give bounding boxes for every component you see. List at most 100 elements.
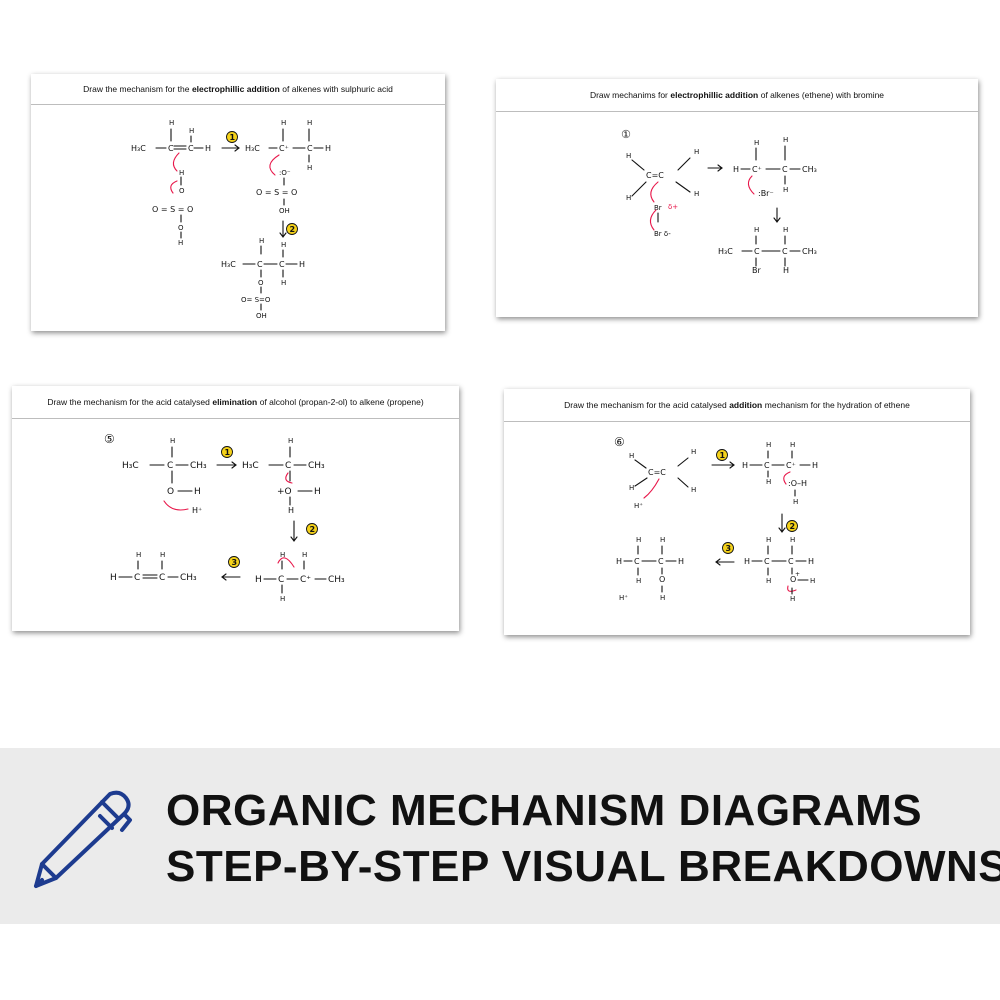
svg-text:C: C (782, 165, 788, 174)
svg-text:H⁺: H⁺ (619, 594, 628, 602)
svg-text:C: C (167, 461, 173, 471)
svg-text:C: C (658, 557, 664, 566)
svg-text:O= S=O: O= S=O (241, 296, 271, 304)
svg-text:H: H (178, 239, 183, 247)
svg-text:H: H (810, 577, 815, 585)
svg-text:H: H (766, 577, 771, 585)
svg-text:H: H (280, 551, 285, 559)
curly-arrow (172, 152, 180, 172)
svg-text:H: H (280, 595, 285, 603)
mechanism-diagram-elimination: ⑤ H H₃C C CH₃ O H H⁺ 1 H H₃C C CH₃ +O H … (104, 432, 345, 603)
svg-text:O: O (659, 575, 665, 584)
svg-text:+: + (795, 571, 800, 578)
svg-text:H: H (626, 152, 631, 160)
svg-text:O: O (258, 279, 264, 287)
svg-text:O = S = O: O = S = O (256, 188, 297, 197)
svg-text::O⁻: :O⁻ (279, 169, 291, 177)
svg-text:C=C: C=C (646, 171, 664, 180)
svg-text:H: H (255, 575, 262, 585)
mechanism-card-bromine: Draw mechanims for electrophillic additi… (496, 79, 978, 317)
svg-text:3: 3 (726, 544, 732, 553)
svg-text:2: 2 (290, 225, 296, 234)
svg-text:Br δ-: Br δ- (654, 230, 671, 238)
svg-text:C⁺: C⁺ (279, 144, 289, 153)
card-title: Draw mechanims for electrophillic additi… (496, 79, 978, 112)
svg-text:C: C (279, 260, 285, 269)
svg-text:H: H (766, 441, 771, 449)
svg-text:H⁺: H⁺ (634, 502, 643, 510)
svg-text:H: H (307, 164, 312, 172)
svg-text:H₃C: H₃C (122, 461, 139, 471)
svg-text:H: H (288, 506, 294, 515)
svg-text:1: 1 (230, 133, 236, 142)
svg-text:O = S = O: O = S = O (152, 205, 193, 214)
mechanism-card-sulphuric-acid: Draw the mechanism for the electrophilli… (31, 74, 445, 331)
svg-text:H: H (626, 194, 631, 202)
svg-text:C: C (764, 461, 770, 470)
svg-text:C: C (168, 144, 174, 153)
svg-text:H: H (302, 551, 307, 559)
mechanism-card-hydration: Draw the mechanism for the acid catalyse… (504, 389, 970, 635)
svg-text:H: H (299, 260, 305, 269)
svg-text:2: 2 (790, 522, 796, 531)
svg-text:H: H (205, 144, 211, 153)
svg-text:C: C (278, 575, 284, 585)
card-title: Draw the mechanism for the acid catalyse… (12, 386, 459, 419)
svg-text::O–H: :O–H (788, 479, 807, 488)
svg-text::Br⁻: :Br⁻ (758, 189, 774, 198)
svg-text:H: H (790, 595, 795, 603)
svg-text:C: C (134, 573, 140, 583)
svg-text:H: H (136, 551, 141, 559)
svg-text:CH₃: CH₃ (308, 461, 325, 471)
svg-text:C=C: C=C (648, 468, 666, 477)
svg-text:δ+: δ+ (668, 203, 678, 211)
title-banner: ORGANIC MECHANISM DIAGRAMS STEP-BY-STEP … (0, 748, 1000, 924)
svg-text:H: H (189, 127, 194, 135)
svg-text:CH₃: CH₃ (328, 575, 345, 585)
svg-text:H: H (636, 536, 641, 544)
svg-text:H: H (307, 119, 312, 127)
svg-text:H: H (325, 144, 331, 153)
svg-text:H: H (691, 448, 696, 456)
mechanism-card-elimination: Draw the mechanism for the acid catalyse… (12, 386, 459, 631)
svg-text:H: H (678, 557, 684, 566)
svg-text:H: H (160, 551, 165, 559)
svg-text:C: C (307, 144, 313, 153)
svg-text:H: H (281, 241, 286, 249)
card-title: Draw the mechanism for the acid catalyse… (504, 389, 970, 422)
svg-text:C: C (764, 557, 770, 566)
svg-text:C⁺: C⁺ (752, 165, 762, 174)
svg-text:H: H (733, 165, 739, 174)
svg-text:CH₃: CH₃ (802, 247, 817, 256)
svg-text:2: 2 (310, 525, 316, 534)
svg-text:H: H (281, 279, 286, 287)
svg-text:⑥: ⑥ (614, 435, 625, 449)
card-title: Draw the mechanism for the electrophilli… (31, 74, 445, 105)
svg-text:H: H (812, 461, 818, 470)
svg-text:H: H (783, 266, 789, 275)
svg-text:H: H (629, 452, 634, 460)
svg-text:H: H (169, 119, 174, 127)
svg-text:H₃C: H₃C (242, 461, 259, 471)
svg-text:O: O (178, 224, 184, 232)
svg-text:H: H (629, 484, 634, 492)
svg-text:H: H (110, 573, 117, 583)
svg-text:H₃C: H₃C (245, 144, 260, 153)
svg-text:H: H (790, 441, 795, 449)
svg-text:C: C (634, 557, 640, 566)
mechanism-diagram-bromine: ① H H C=C H H Br δ+ Br δ- H H H C⁺ C CH₃… (621, 128, 817, 275)
svg-text:C: C (188, 144, 194, 153)
svg-text:H: H (694, 148, 699, 156)
svg-text:H: H (179, 169, 184, 177)
svg-text:H: H (691, 486, 696, 494)
banner-line-1: ORGANIC MECHANISM DIAGRAMS (166, 786, 923, 835)
svg-text:Br: Br (654, 204, 662, 212)
svg-text:H: H (783, 226, 788, 234)
svg-text:OH: OH (279, 207, 290, 215)
svg-text:C: C (788, 557, 794, 566)
svg-text:H: H (808, 557, 814, 566)
svg-text:C: C (257, 260, 263, 269)
svg-text:O: O (790, 575, 796, 584)
mechanism-diagram-hydration: ⑥ H H C=C H H H⁺ 1 H H H C C⁺ H H :O–H H (614, 435, 818, 603)
svg-text:H: H (281, 119, 286, 127)
